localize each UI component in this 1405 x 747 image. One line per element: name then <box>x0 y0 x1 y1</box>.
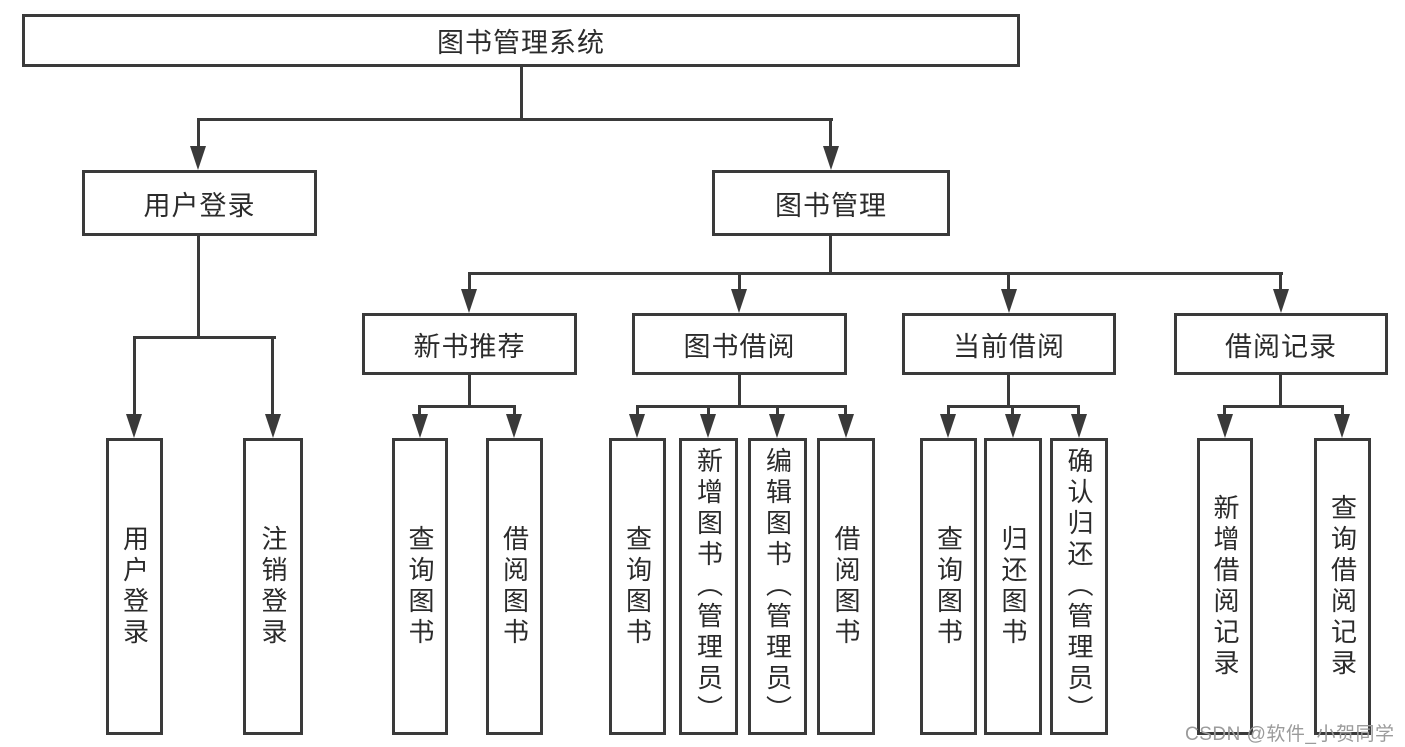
connector-line <box>419 405 516 408</box>
connector-line <box>829 118 832 150</box>
connector-line <box>418 405 421 419</box>
arrowhead-icon <box>1005 414 1021 438</box>
arrowhead-icon <box>1273 289 1289 313</box>
leaf-query-borrow-record: 查询借阅记录 <box>1314 438 1371 735</box>
leaf-borrow-books: 借阅图书 <box>817 438 875 735</box>
node-current-borrowing: 当前借阅 <box>902 313 1116 375</box>
connector-line <box>829 236 832 275</box>
connector-line <box>738 375 741 408</box>
leaf-logout: 注销登录 <box>243 438 303 735</box>
connector-line <box>1341 405 1344 419</box>
leaf-query-books-current: 查询图书 <box>920 438 977 735</box>
connector-line <box>468 375 471 408</box>
connector-line <box>513 405 516 419</box>
connector-line <box>1007 375 1010 408</box>
connector-line <box>133 336 136 418</box>
arrowhead-icon <box>461 289 477 313</box>
arrowhead-icon <box>190 146 206 170</box>
node-book-borrowing: 图书借阅 <box>632 313 847 375</box>
connector-line <box>197 236 200 339</box>
arrowhead-icon <box>629 414 645 438</box>
leaf-borrow-books-recommend: 借阅图书 <box>486 438 543 735</box>
arrowhead-icon <box>506 414 522 438</box>
node-borrowing-records: 借阅记录 <box>1174 313 1388 375</box>
connector-line <box>707 405 710 419</box>
connector-line <box>271 336 274 418</box>
connector-line <box>1077 405 1080 419</box>
connector-line <box>1279 272 1282 294</box>
connector-line <box>844 405 847 419</box>
connector-line <box>636 405 639 419</box>
connector-line <box>1223 405 1226 419</box>
arrowhead-icon <box>1217 414 1233 438</box>
leaf-add-books-admin: 新增图书（管理员） <box>679 438 738 735</box>
connector-line <box>636 405 847 408</box>
arrowhead-icon <box>1001 289 1017 313</box>
node-new-book-recommend: 新书推荐 <box>362 313 577 375</box>
arrowhead-icon <box>940 414 956 438</box>
csdn-watermark: CSDN @软件_小贺同学 <box>1185 724 1395 745</box>
arrowhead-icon <box>700 414 716 438</box>
connector-line <box>1011 405 1014 419</box>
arrowhead-icon <box>412 414 428 438</box>
connector-line <box>1279 375 1282 408</box>
arrowhead-icon <box>769 414 785 438</box>
connector-line <box>947 405 950 419</box>
arrowhead-icon <box>731 289 747 313</box>
arrowhead-icon <box>838 414 854 438</box>
arrowhead-icon <box>126 414 142 438</box>
leaf-query-books-borrowing: 查询图书 <box>609 438 666 735</box>
leaf-edit-books-admin: 编辑图书（管理员） <box>748 438 807 735</box>
leaf-user-login: 用户登录 <box>106 438 163 735</box>
leaf-query-books-recommend: 查询图书 <box>392 438 448 735</box>
leaf-add-borrow-record: 新增借阅记录 <box>1197 438 1253 735</box>
connector-line <box>197 118 833 121</box>
connector-line <box>197 118 200 150</box>
node-user-login: 用户登录 <box>82 170 317 236</box>
node-book-management: 图书管理 <box>712 170 950 236</box>
leaf-return-books: 归还图书 <box>984 438 1042 735</box>
connector-line <box>133 336 276 339</box>
arrowhead-icon <box>1334 414 1350 438</box>
connector-line <box>776 405 779 419</box>
connector-line <box>1224 405 1344 408</box>
leaf-confirm-return-admin: 确认归还（管理员） <box>1050 438 1108 735</box>
arrowhead-icon <box>823 146 839 170</box>
root-node-library-management-system: 图书管理系统 <box>22 14 1020 67</box>
connector-line <box>468 272 471 294</box>
arrowhead-icon <box>1071 414 1087 438</box>
connector-line <box>520 67 523 119</box>
arrowhead-icon <box>265 414 281 438</box>
connector-line <box>469 272 1283 275</box>
connector-line <box>1007 272 1010 294</box>
connector-line <box>738 272 741 294</box>
